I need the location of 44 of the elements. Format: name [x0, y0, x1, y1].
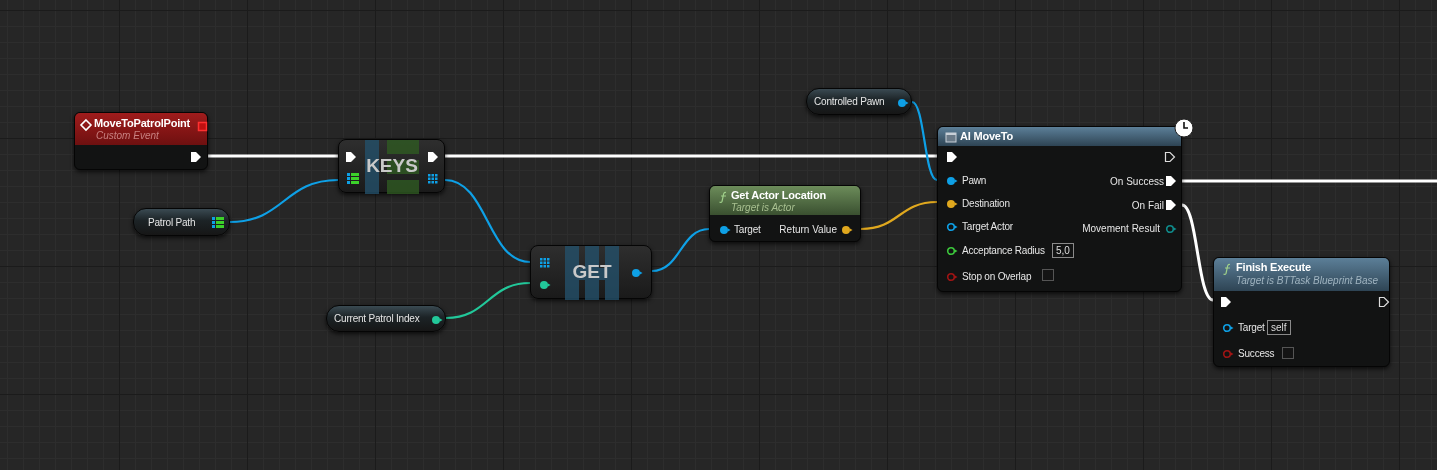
pin-label: Return Value — [779, 224, 837, 236]
pin-label: Stop on Overlap — [962, 271, 1032, 283]
pin-label: Acceptance Radius — [962, 245, 1045, 257]
variable-node — [806, 88, 912, 115]
pin-label: Target — [734, 224, 761, 236]
pin-label: Target Actor — [962, 221, 1013, 233]
variable-node — [133, 208, 230, 236]
pin-label: Movement Result — [1082, 223, 1160, 235]
wire-connector — [445, 281, 531, 320]
event-node — [74, 112, 208, 170]
wire-connector — [444, 178, 531, 264]
wire-connector — [208, 154, 338, 158]
node-title: MoveToPatrolPoint — [94, 117, 190, 131]
node-subtitle: Custom Event — [96, 130, 159, 142]
variable-name: Controlled Pawn — [814, 96, 885, 108]
keys-node — [338, 139, 445, 193]
node-title: Get Actor Location — [731, 189, 826, 203]
node-title: AI MoveTo — [960, 130, 1013, 144]
get-node — [530, 245, 652, 299]
node-title: GET — [572, 261, 612, 284]
function-node — [709, 185, 861, 242]
wire-connector — [1181, 203, 1214, 302]
pin-label: On Success — [1110, 176, 1164, 188]
variable-node — [326, 305, 446, 332]
pin-label: Target — [1238, 322, 1265, 334]
pin-label: Success — [1238, 348, 1275, 360]
node-title: Finish Execute — [1236, 261, 1311, 275]
value-field: 5,0 — [1052, 243, 1074, 258]
wire-connector — [229, 178, 339, 224]
pin-label: Destination — [962, 198, 1010, 210]
wire-connector — [860, 200, 938, 231]
node-title: KEYS — [366, 155, 418, 178]
node-subtitle: Target is Actor — [731, 202, 795, 214]
function-node — [1213, 257, 1390, 367]
node-subtitle: Target is BTTask Blueprint Base — [1236, 275, 1379, 287]
wire-connector — [651, 227, 710, 273]
wire-connector — [1182, 179, 1437, 183]
wire-connector — [445, 154, 937, 158]
value-field: self — [1267, 320, 1291, 335]
pin-label: Pawn — [962, 175, 987, 187]
variable-name: Current Patrol Index — [334, 313, 420, 325]
pin-label: On Fail — [1131, 200, 1164, 212]
wire-connector — [911, 101, 938, 181]
variable-name: Patrol Path — [148, 217, 196, 229]
